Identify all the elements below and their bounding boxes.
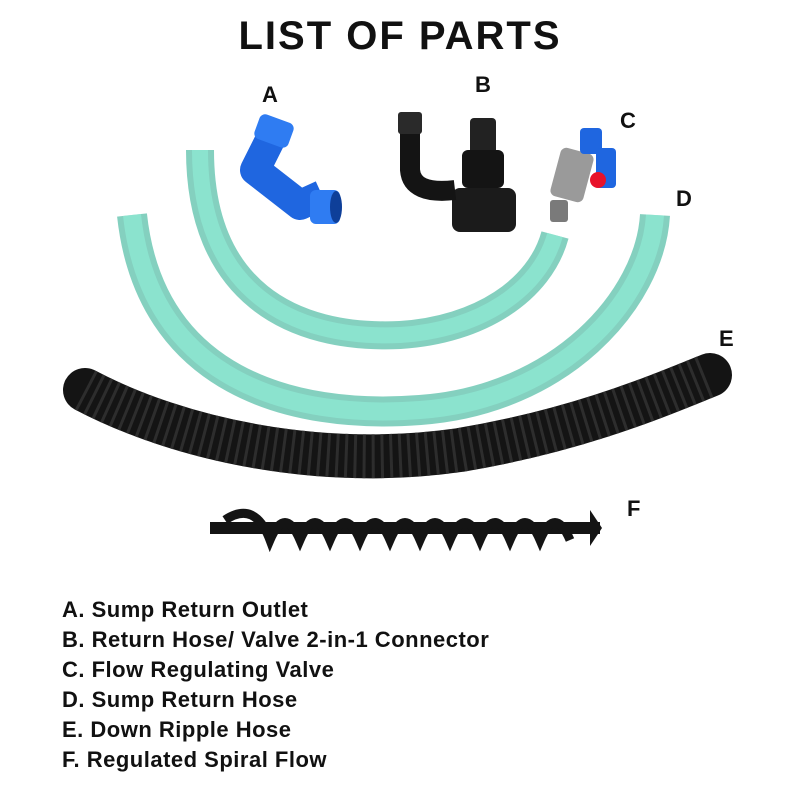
part-letter-a: A — [262, 82, 278, 107]
down-ripple-hose-image — [63, 353, 732, 479]
legend-item-f: F. Regulated Spiral Flow — [62, 747, 328, 772]
part-letter-c: C — [620, 108, 636, 133]
sump-return-hose-image — [117, 149, 670, 427]
part-letter-e: E — [719, 326, 734, 351]
connector-image — [398, 112, 516, 232]
legend-item-c: C. Flow Regulating Valve — [62, 657, 335, 682]
part-letter-b: B — [475, 72, 491, 97]
part-letter-f: F — [627, 496, 641, 521]
page-title: LIST OF PARTS — [238, 14, 562, 58]
flow-valve-image — [550, 128, 616, 222]
legend-item-e: E. Down Ripple Hose — [62, 717, 292, 742]
part-letter-d: D — [676, 186, 692, 211]
legend-item-a: A. Sump Return Outlet — [62, 597, 309, 622]
spiral-flow-image — [210, 508, 602, 553]
sump-return-outlet-image — [240, 114, 342, 224]
legend-item-d: D. Sump Return Hose — [62, 687, 298, 712]
legend-item-b: B. Return Hose/ Valve 2-in-1 Connector — [62, 627, 490, 652]
parts-legend: A. Sump Return Outlet B. Return Hose/ Va… — [62, 595, 489, 775]
